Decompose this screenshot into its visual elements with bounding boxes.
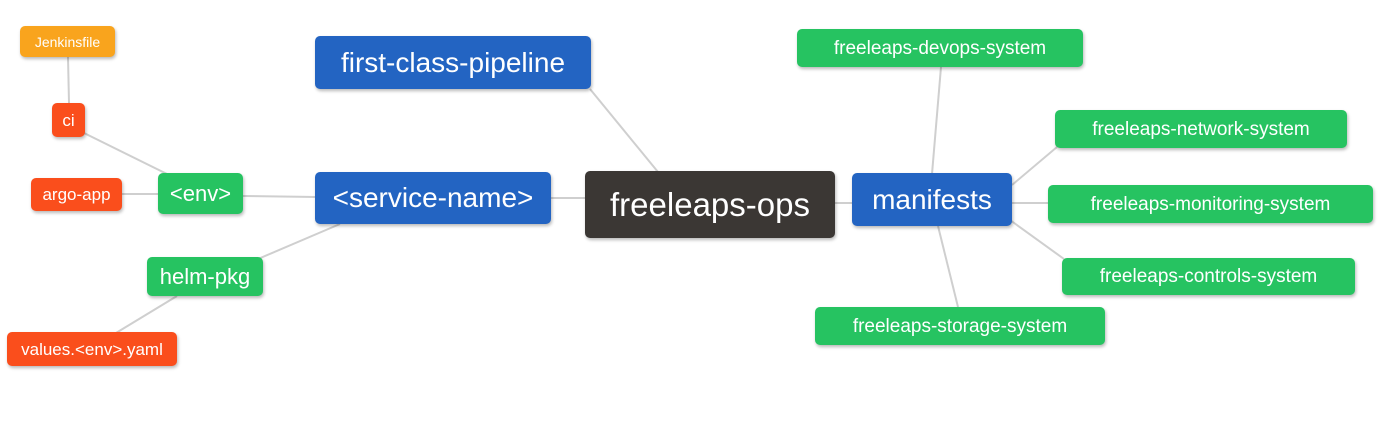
edge-ci-to-env: [83, 132, 168, 175]
node-jenkinsfile[interactable]: Jenkinsfile: [20, 26, 115, 57]
edge-helm-pkg-to-values-env-yaml: [115, 295, 178, 334]
node-devops-system[interactable]: freeleaps-devops-system: [797, 29, 1083, 67]
node-freeleaps-ops[interactable]: freeleaps-ops: [585, 171, 835, 238]
node-manifests[interactable]: manifests: [852, 173, 1012, 226]
node-env[interactable]: <env>: [158, 173, 243, 214]
node-storage-system[interactable]: freeleaps-storage-system: [815, 307, 1105, 345]
edge-first-class-pipeline-to-freeleaps-ops: [589, 88, 659, 173]
edge-manifests-to-storage-system: [937, 225, 959, 308]
node-values-env-yaml[interactable]: values.<env>.yaml: [7, 332, 177, 366]
node-ci[interactable]: ci: [52, 103, 85, 137]
node-service-name[interactable]: <service-name>: [315, 172, 551, 224]
node-network-system[interactable]: freeleaps-network-system: [1055, 110, 1347, 148]
node-helm-pkg[interactable]: helm-pkg: [147, 257, 263, 296]
edge-manifests-to-network-system: [1011, 146, 1058, 186]
node-monitoring-system[interactable]: freeleaps-monitoring-system: [1048, 185, 1373, 223]
node-argo-app[interactable]: argo-app: [31, 178, 122, 211]
node-first-class-pipeline[interactable]: first-class-pipeline: [315, 36, 591, 89]
node-controls-system[interactable]: freeleaps-controls-system: [1062, 258, 1355, 295]
edge-env-to-service-name: [242, 195, 317, 198]
edge-service-name-to-helm-pkg: [257, 223, 341, 260]
edge-jenkinsfile-to-ci: [67, 56, 70, 104]
edge-manifests-to-devops-system: [931, 66, 942, 175]
edge-manifests-to-controls-system: [1009, 219, 1065, 260]
